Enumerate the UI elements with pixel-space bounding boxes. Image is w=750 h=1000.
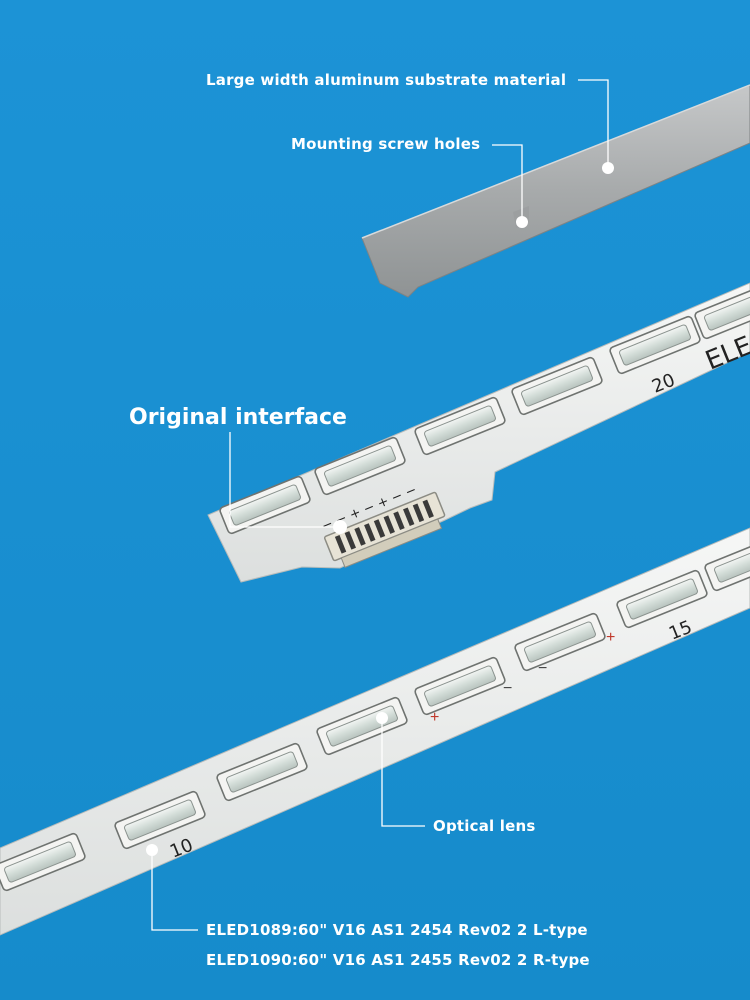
led-lens bbox=[514, 612, 606, 672]
dot-lens bbox=[376, 712, 388, 724]
minus-mark: − bbox=[503, 680, 512, 697]
plus-mark: + bbox=[430, 709, 439, 726]
led-lens bbox=[314, 436, 406, 496]
dot-substrate bbox=[602, 162, 614, 174]
leader-line-interface bbox=[229, 432, 340, 528]
dot-screw-hole bbox=[516, 216, 528, 228]
led-strip-upper: 20 ELE bbox=[207, 280, 750, 583]
connector-pin bbox=[383, 515, 395, 534]
lower-lens-row bbox=[0, 532, 750, 892]
led-lens bbox=[511, 356, 603, 416]
leader-line-lens bbox=[381, 718, 425, 827]
led-lens bbox=[216, 742, 308, 802]
callout-dots bbox=[146, 162, 614, 856]
led-lens bbox=[0, 832, 86, 892]
dot-model bbox=[146, 844, 158, 856]
connector-pin bbox=[344, 531, 357, 550]
led-lens bbox=[114, 790, 206, 850]
led-lens bbox=[414, 396, 506, 456]
connector-pin bbox=[412, 503, 425, 523]
connector-pin bbox=[364, 523, 376, 542]
label-interface: Original interface bbox=[129, 405, 347, 430]
led-lens bbox=[219, 475, 311, 535]
minus-mark: − bbox=[538, 660, 547, 677]
leader-line-model bbox=[151, 850, 198, 931]
plus-mark: + bbox=[606, 629, 615, 646]
led-strip-lower: 15 10 + + − − bbox=[0, 527, 750, 936]
label-substrate: Large width aluminum substrate material bbox=[206, 71, 567, 89]
led-lens bbox=[414, 656, 506, 716]
upper-lens-row bbox=[219, 280, 750, 535]
connector-pin bbox=[422, 499, 434, 519]
connector-pins bbox=[334, 499, 434, 554]
label-screw-holes: Mounting screw holes bbox=[291, 135, 481, 153]
connector-pin bbox=[354, 527, 366, 546]
connector-pin bbox=[403, 507, 415, 527]
aluminum-substrate bbox=[361, 84, 750, 298]
led-lens bbox=[609, 315, 701, 375]
dot-interface bbox=[333, 520, 347, 534]
led-lens bbox=[616, 569, 708, 629]
label-optical-lens: Optical lens bbox=[433, 817, 536, 835]
led-lens bbox=[704, 532, 750, 592]
connector-pin bbox=[334, 535, 347, 554]
leader-line-substrate bbox=[578, 79, 609, 168]
label-model-l: ELED1089:60" V16 AS1 2454 Rev02 2 L-type bbox=[206, 921, 588, 939]
leader-line-screw-holes bbox=[492, 144, 523, 222]
connector-pin bbox=[393, 511, 405, 530]
led-lens bbox=[694, 280, 750, 340]
label-model-r: ELED1090:60" V16 AS1 2455 Rev02 2 R-type bbox=[206, 951, 590, 969]
connector-pin bbox=[373, 519, 386, 538]
callout-lines bbox=[151, 79, 609, 931]
